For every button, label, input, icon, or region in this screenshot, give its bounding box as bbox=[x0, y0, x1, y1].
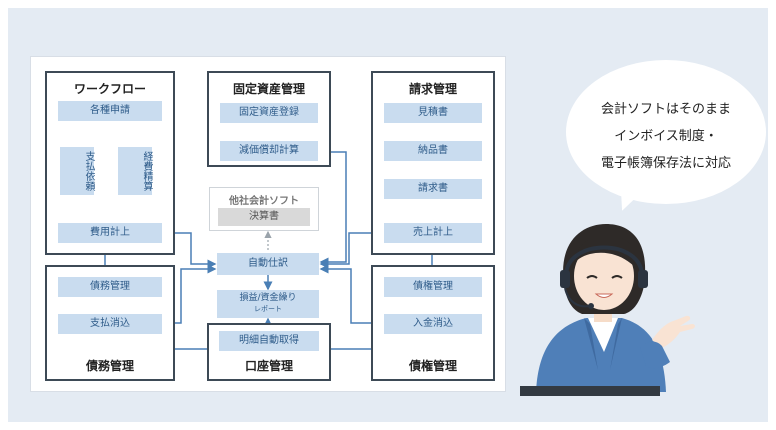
depreciation-chip: 減価償却計算 bbox=[220, 141, 318, 161]
fixed-assets-module: 固定資産管理 固定資産登録 減価償却計算 bbox=[207, 71, 331, 167]
fixed-assets-title: 固定資産管理 bbox=[209, 80, 329, 97]
receivables-title: 債権管理 bbox=[373, 357, 493, 374]
expense-settlement-chip: 経費精算 bbox=[118, 147, 152, 195]
payables-title: 債務管理 bbox=[47, 357, 173, 374]
asset-register-chip: 固定資産登録 bbox=[220, 103, 318, 123]
financial-statement-chip: 決算書 bbox=[218, 208, 310, 226]
statement-fetch-chip: 明細自動取得 bbox=[219, 331, 319, 351]
receivables-module: 債権管理 入金消込 債権管理 bbox=[371, 265, 495, 381]
speech-bubble: 会計ソフトはそのまま インボイス制度・ 電子帳簿保存法に対応 bbox=[566, 60, 766, 204]
operator-illustration-icon bbox=[520, 220, 700, 396]
payment-reconcile-chip: 支払消込 bbox=[58, 314, 162, 334]
other-accounting-software-box: 他社会計ソフト 決算書 bbox=[209, 187, 319, 231]
invoice-chip: 請求書 bbox=[384, 179, 482, 199]
receipt-reconcile-chip: 入金消込 bbox=[384, 314, 482, 334]
report-line2: レポート bbox=[217, 304, 319, 315]
payables-module: 債務管理 支払消込 債務管理 bbox=[45, 265, 175, 381]
auto-journal-chip: 自動仕訳 bbox=[217, 253, 319, 275]
expense-posting-chip: 費用計上 bbox=[58, 223, 162, 243]
workflow-title: ワークフロー bbox=[47, 80, 173, 97]
bank-title: 口座管理 bbox=[209, 357, 329, 374]
delivery-note-chip: 納品書 bbox=[384, 141, 482, 161]
bubble-line-3: 電子帳簿保存法に対応 bbox=[566, 150, 766, 177]
billing-module: 請求管理 見積書 納品書 請求書 売上計上 bbox=[371, 71, 495, 255]
bubble-text: 会計ソフトはそのまま インボイス制度・ 電子帳簿保存法に対応 bbox=[566, 96, 766, 177]
payment-request-chip: 支払依頼 bbox=[60, 147, 94, 195]
billing-title: 請求管理 bbox=[373, 80, 493, 97]
sales-posting-chip: 売上計上 bbox=[384, 223, 482, 243]
report-chip: 損益/資金繰り レポート bbox=[217, 290, 319, 318]
payables-chip: 債務管理 bbox=[58, 277, 162, 297]
quote-chip: 見積書 bbox=[384, 103, 482, 123]
bubble-line-2: インボイス制度・ bbox=[566, 123, 766, 150]
workflow-module: ワークフロー 各種申請 支払依頼 経費精算 費用計上 bbox=[45, 71, 175, 255]
report-line1: 損益/資金繰り bbox=[217, 293, 319, 304]
request-chip: 各種申請 bbox=[58, 101, 162, 121]
receivables-chip: 債権管理 bbox=[384, 277, 482, 297]
diagram-card: ワークフロー 各種申請 支払依頼 経費精算 費用計上 固定資産管理 固定資産登録… bbox=[30, 56, 506, 392]
bubble-line-1: 会計ソフトはそのまま bbox=[566, 96, 766, 123]
other-software-title: 他社会計ソフト bbox=[210, 192, 318, 207]
bank-module: 明細自動取得 口座管理 bbox=[207, 323, 331, 381]
